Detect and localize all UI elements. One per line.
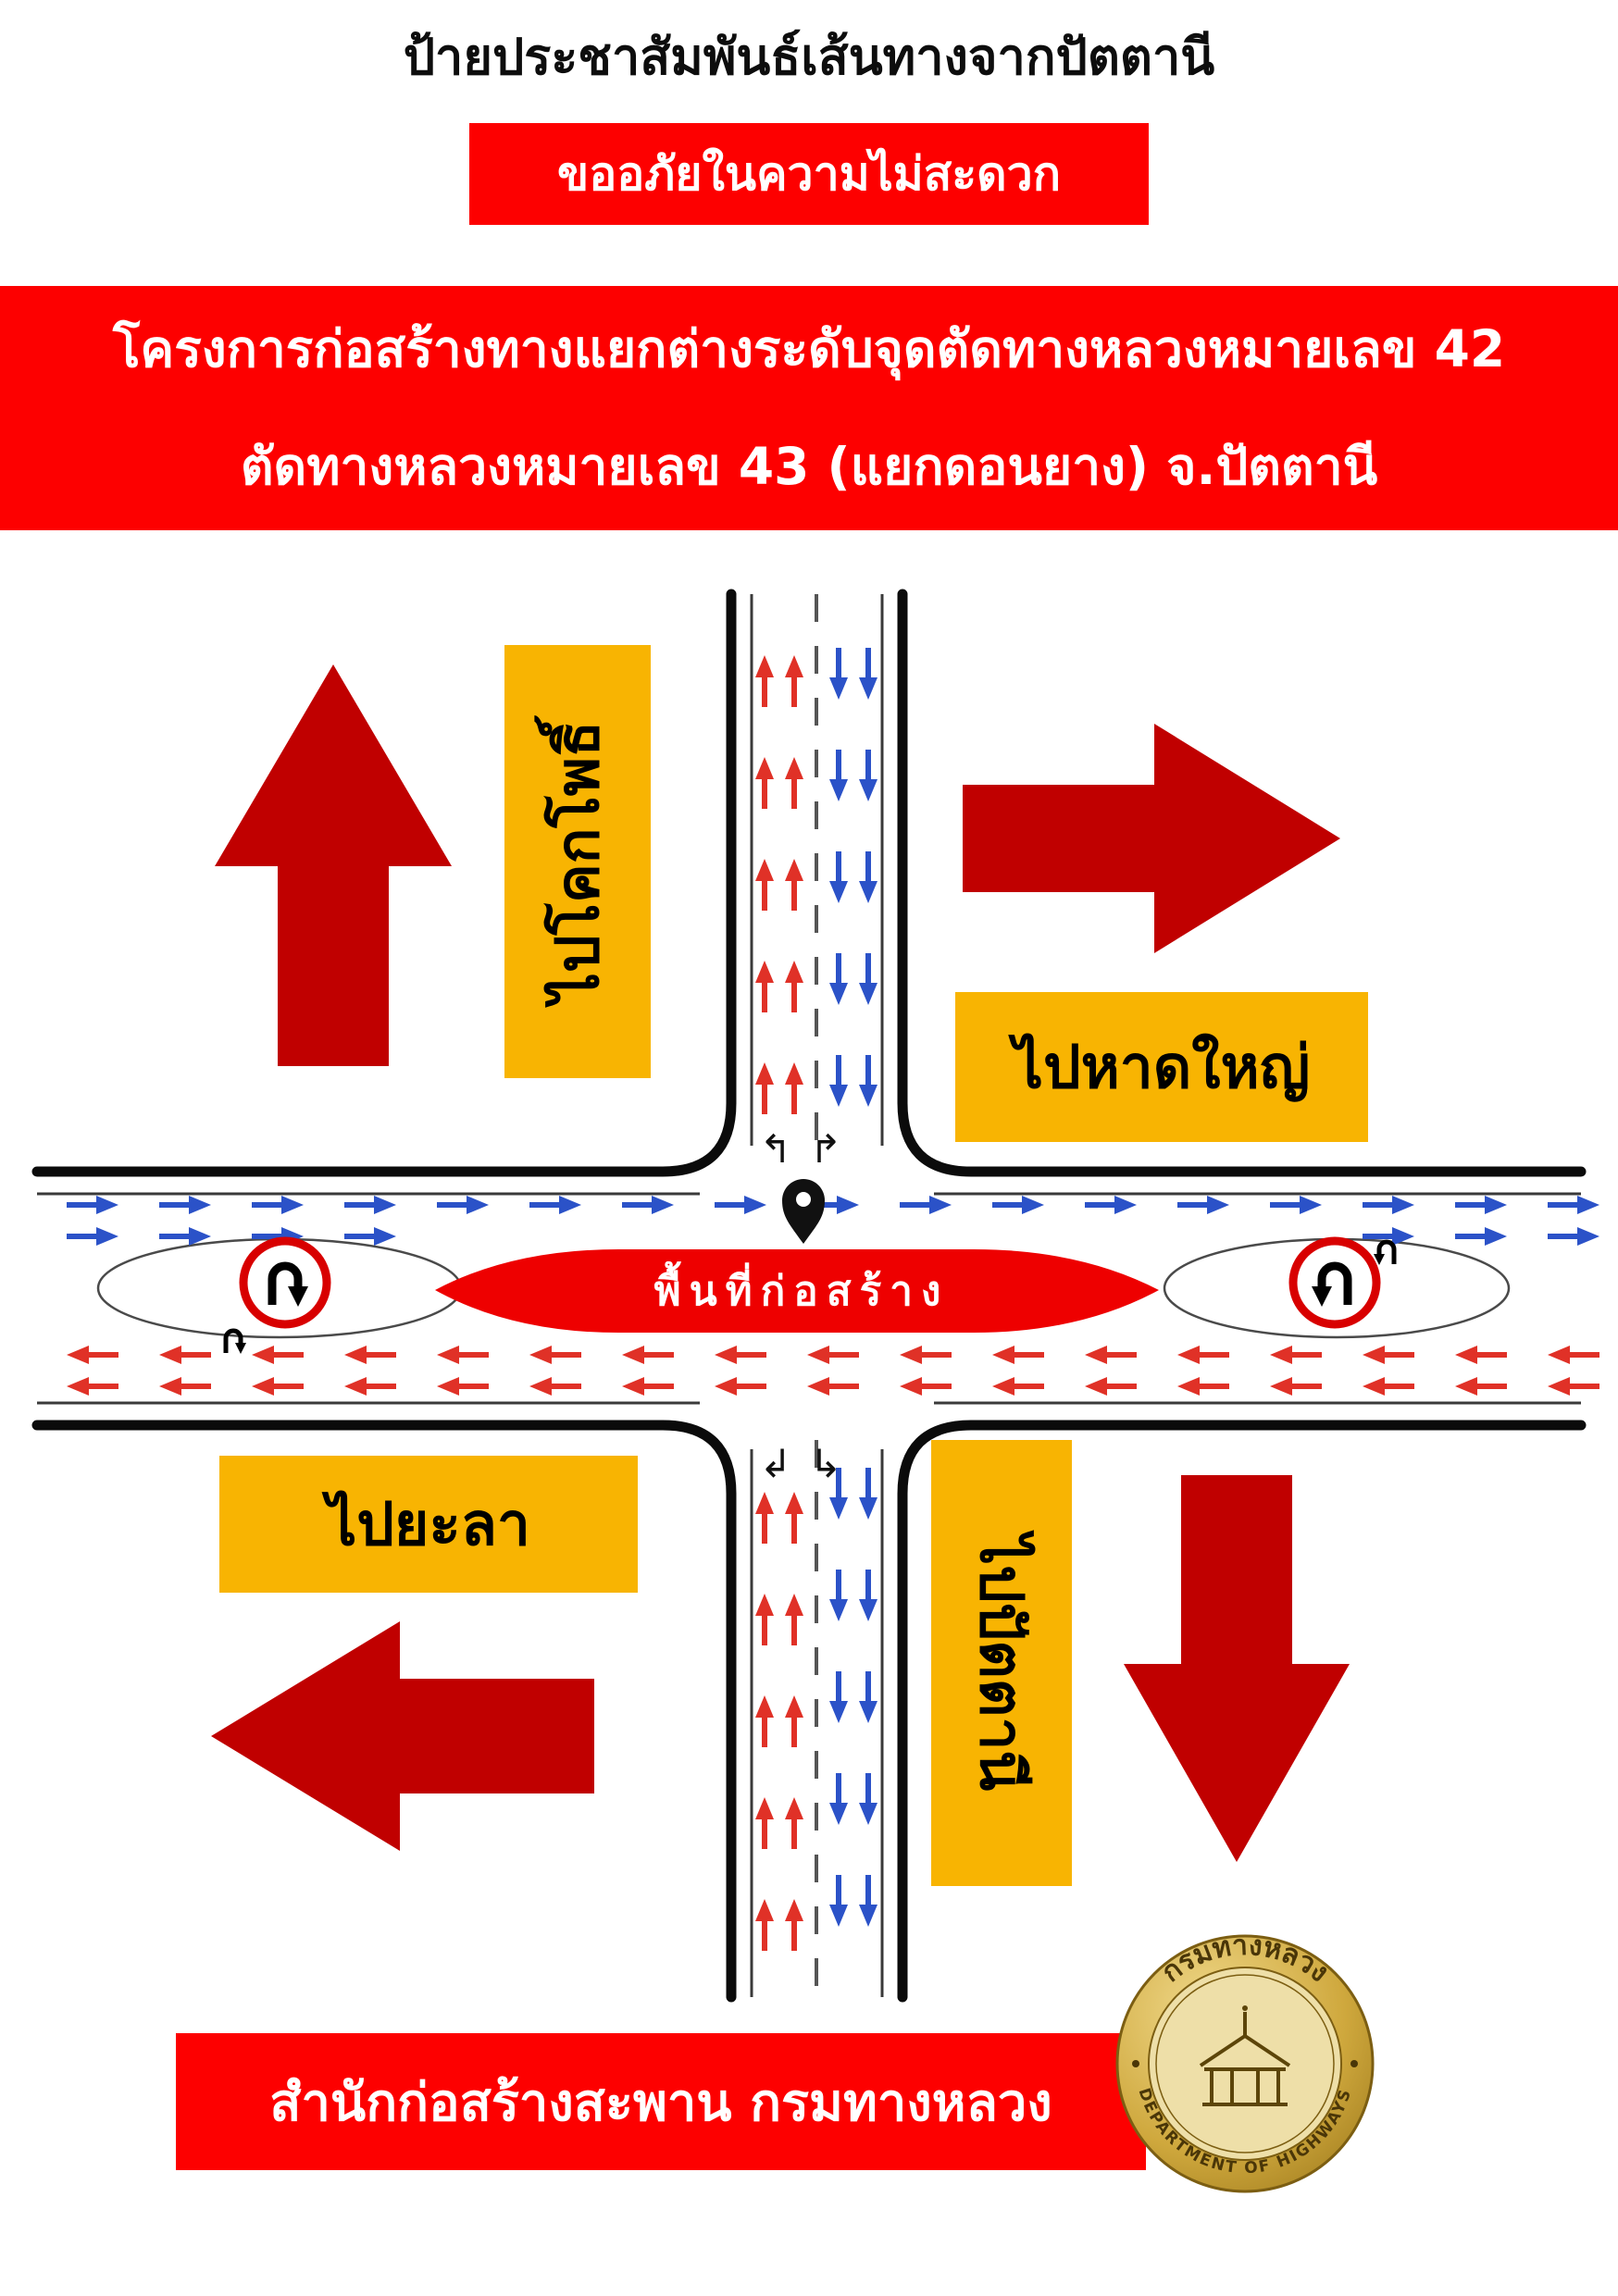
- project-banner-line2: ตัดทางหลวงหมายเลข 43 (แยกดอนยาง) จ.ปัตตา…: [240, 437, 1378, 496]
- seal-dot-right: [1350, 2060, 1358, 2067]
- seal-gate-emblem: [1199, 2005, 1291, 2106]
- seal-inner-ring: [1155, 1974, 1335, 2153]
- road-corner-bottom-right: [897, 1420, 1587, 2003]
- road-corner-top-right: [897, 589, 1587, 1177]
- big-arrow-up: [215, 664, 452, 1066]
- apology-banner: ขออภัยในความไม่สะดวก: [469, 123, 1149, 225]
- turn-arrow-icon-top-left: ↰: [759, 1126, 791, 1172]
- page-title: ป้ายประชาสัมพันธ์เส้นทางจากปัตตานี: [403, 28, 1215, 86]
- direction-label-west: ไปยะลา: [219, 1456, 638, 1593]
- location-pin-icon: [782, 1179, 825, 1244]
- big-arrow-down: [1124, 1475, 1350, 1862]
- footer-banner: สำนักก่อสร้างสะพาน กรมทางหลวง: [176, 2033, 1146, 2170]
- turn-arrow-icon-bottom-left: ↲: [759, 1441, 791, 1486]
- seal-dot-left: [1132, 2060, 1139, 2067]
- road-corner-top-left: [31, 589, 737, 1177]
- direction-label-north: ไปโคกโพธิ์: [504, 645, 651, 1078]
- eastbound-flow-arrows: [67, 1196, 1599, 1246]
- direction-label-west-text: ไปยะลา: [327, 1491, 530, 1559]
- direction-label-north-text: ไปโคกโพธิ์: [544, 720, 613, 1003]
- big-arrow-left: [211, 1621, 594, 1851]
- big-direction-arrows: [211, 664, 1350, 1862]
- big-arrow-right: [963, 724, 1340, 953]
- direction-label-east-text: ไปหาดใหญ่: [1013, 1034, 1311, 1102]
- direction-label-south: ไปปัตตานี: [931, 1440, 1072, 1886]
- project-banner: โครงการก่อสร้างทางแยกต่างระดับจุดตัดทางห…: [0, 286, 1618, 530]
- direction-label-south-text: ไปปัตตานี: [966, 1534, 1035, 1792]
- mini-uturn-icon-left: [226, 1331, 246, 1354]
- turn-arrow-icon-bottom-right: ↳: [809, 1441, 841, 1486]
- uturn-sign-left: [243, 1241, 327, 1324]
- uturn-sign-right: [1293, 1241, 1376, 1324]
- turn-arrow-icon-top-right: ↱: [809, 1126, 841, 1172]
- lane-markings: [37, 594, 1581, 1997]
- road-corner-bottom-left: [31, 1420, 737, 2003]
- road-outlines: [31, 589, 1587, 2003]
- mini-uturn-icon-right: [1374, 1242, 1394, 1265]
- seal-inner-field: [1148, 1967, 1342, 2161]
- department-of-highways-seal: กรมทางหลวง DEPARTMENT OF HIGHWAYS: [1115, 1932, 1375, 2193]
- construction-zone: [435, 1249, 1159, 1333]
- direction-label-east: ไปหาดใหญ่: [955, 992, 1368, 1142]
- project-banner-line1: โครงการก่อสร้างทางแยกต่างระดับจุดตัดทางห…: [112, 319, 1506, 379]
- construction-zone-label: พื้นที่ก่อสร้าง: [654, 1260, 950, 1315]
- westbound-flow-arrows: [67, 1346, 1599, 1396]
